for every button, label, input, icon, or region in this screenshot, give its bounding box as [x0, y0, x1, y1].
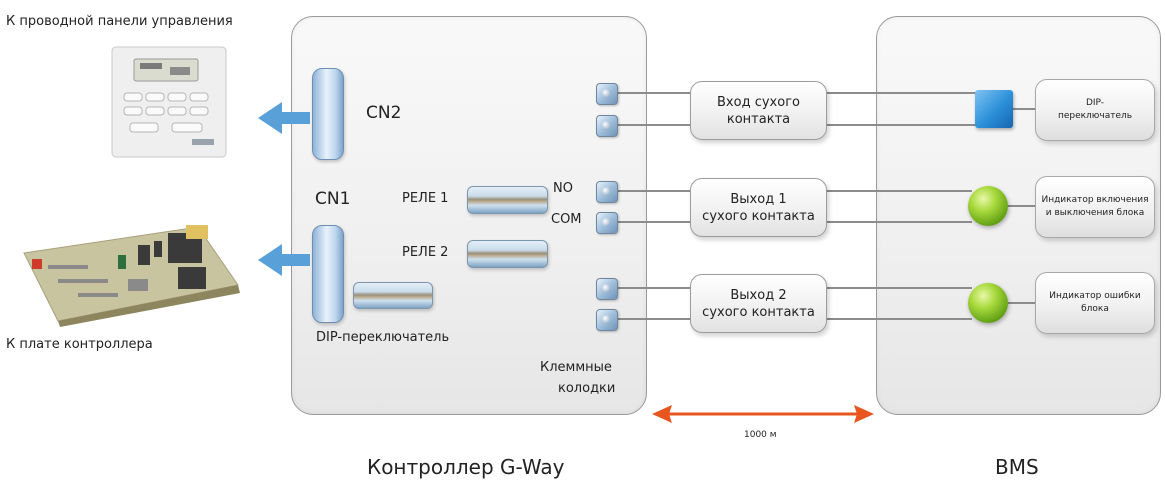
bms-dip-switch-icon: [975, 90, 1013, 128]
bms-onoff-indicator-box: Индикатор включения и выключения блока: [1035, 176, 1155, 238]
bms-onoff-line1: Индикатор включения: [1041, 195, 1149, 205]
relay1: [467, 186, 548, 214]
terminal-6: [596, 309, 618, 331]
dip-switch-label: DIP-переключатель: [316, 330, 450, 345]
bms-error-line2: блока: [1081, 304, 1109, 314]
cn2-connector: [312, 68, 344, 160]
terminal-blocks-label-line1: Клеммные: [540, 360, 612, 375]
terminal-3: [596, 181, 618, 203]
terminal-4: [596, 212, 618, 234]
controller-board-label: К плате контроллера: [6, 337, 153, 352]
terminal-5: [596, 278, 618, 300]
remote-panel-label: К проводной панели управления: [6, 14, 233, 29]
dry-contact-output1-line1: Выход 1: [730, 191, 787, 207]
bms-onoff-line2: и выключения блока: [1045, 208, 1145, 218]
wired-remote-panel-image: [111, 46, 227, 158]
bms-dip-line2: переключатель: [1057, 111, 1133, 121]
bms-dip-switch-box: DIP-переключатель: [1035, 79, 1155, 141]
relay2-label: РЕЛЕ 2: [402, 245, 449, 260]
terminal-2: [596, 115, 618, 137]
dry-contact-output2-line2: сухого контакта: [702, 304, 815, 320]
terminal-blocks-label-line2: колодки: [558, 381, 616, 396]
dry-contact-input-line1: Вход сухого: [717, 94, 800, 110]
dry-contact-output1-line2: сухого контакта: [702, 208, 815, 224]
caption-bms: BMS: [995, 455, 1039, 479]
distance-label: 1000 м: [744, 430, 777, 440]
cn1-arrow: [258, 244, 310, 276]
bms-error-led-icon: [968, 283, 1008, 323]
com-label: COM: [551, 212, 582, 227]
dip-switch: [353, 282, 433, 309]
dry-contact-input-line2: контакта: [726, 111, 791, 127]
cn1-label: CN1: [315, 189, 351, 209]
relay2: [467, 240, 548, 268]
cn2-arrow: [258, 102, 310, 134]
gway-controller-panel: [291, 16, 647, 415]
cn2-label: CN2: [366, 103, 402, 123]
controller-board-image: [23, 225, 240, 327]
bms-dip-line1: DIP-: [1085, 98, 1105, 108]
bms-error-indicator-box: Индикатор ошибки блока: [1035, 272, 1155, 334]
cn1-connector: [312, 225, 344, 323]
caption-gway-controller: Контроллер G-Way: [367, 455, 565, 479]
terminal-1: [596, 83, 618, 105]
no-label: NO: [553, 181, 573, 196]
bms-error-line1: Индикатор ошибки: [1049, 291, 1141, 301]
dry-contact-output2-line1: Выход 2: [730, 287, 787, 303]
bms-onoff-led-icon: [968, 186, 1008, 226]
distance-arrow: [652, 405, 874, 423]
relay1-label: РЕЛЕ 1: [402, 191, 449, 206]
